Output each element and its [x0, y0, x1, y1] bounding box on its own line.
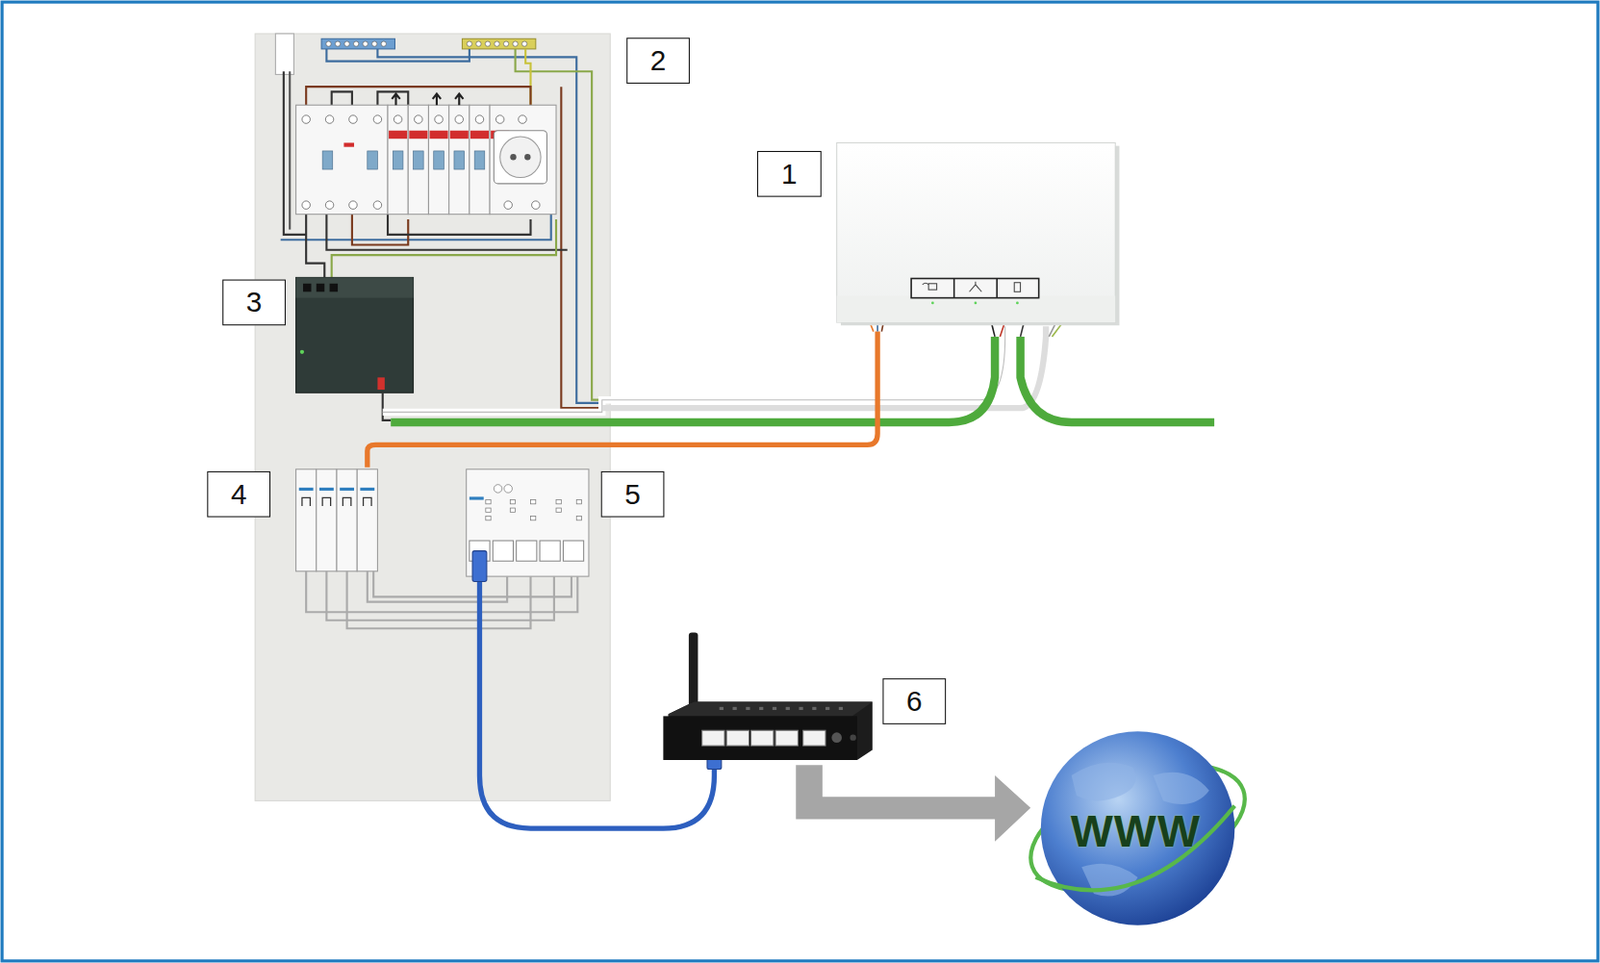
callout-number: 1: [757, 151, 822, 198]
callout-number: 2: [626, 37, 690, 84]
globe-label: WWW: [1070, 806, 1201, 858]
callout-number: 6: [882, 678, 946, 725]
callout-number: 4: [206, 471, 271, 518]
callout-number: 3: [222, 279, 286, 327]
callout-number: 5: [601, 471, 665, 518]
